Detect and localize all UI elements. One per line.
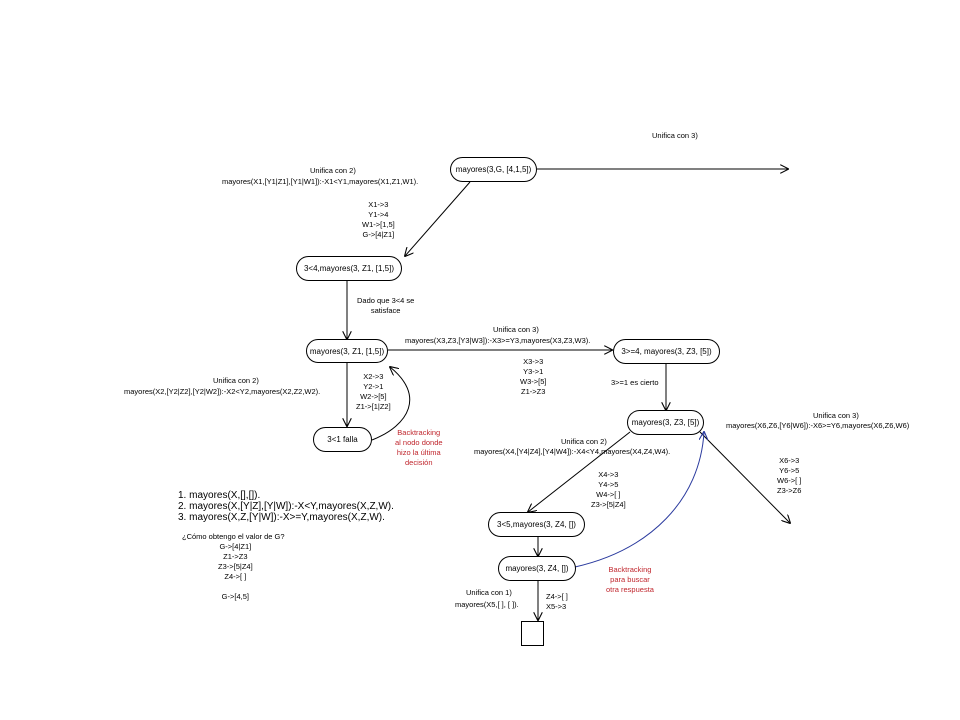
label-n2-note: Dado que 3<4 se satisface bbox=[357, 296, 415, 315]
label-n3-rule2-subs: X2->3 Y2->1 W2->[5] Z1->[1|Z2] bbox=[356, 372, 391, 411]
label-n6-rule3-subs: X6->3 Y6->5 W6->[ ] Z3->Z6 bbox=[777, 456, 802, 495]
node-n2: 3<4,mayores(3, Z1, [1,5]) bbox=[296, 256, 402, 281]
g-derivation: G->[4|Z1] Z1->Z3 Z3->[5|Z4] Z4->[ ] G->[… bbox=[218, 542, 253, 601]
label-n8-rule1-title: Unifica con 1) bbox=[466, 588, 512, 597]
label-backtrack-2: Backtracking para buscar otra respuesta bbox=[606, 565, 654, 594]
label-root-rule2-clause: mayores(X1,[Y1|Z1],[Y1|W1]):-X1<Y1,mayor… bbox=[222, 177, 419, 186]
rule-1: 1. mayores(X,[],[]). bbox=[178, 490, 261, 501]
label-n6-rule2-clause: mayores(X4,[Y4|Z4],[Y4|W4]):-X4<Y4,mayor… bbox=[474, 447, 671, 456]
label-n3-rule2-title: Unifica con 2) bbox=[213, 376, 259, 385]
node-n7: 3<5,mayores(3, Z4, []) bbox=[488, 512, 585, 537]
edge-n6-n7 bbox=[528, 431, 631, 512]
edge-backtrack-blue bbox=[574, 432, 704, 568]
edge-n6-rule3 bbox=[699, 431, 790, 523]
label-n3-rule2-clause: mayores(X2,[Y2|Z2],[Y2|W2]):-X2<Y2,mayor… bbox=[124, 387, 321, 396]
label-backtrack-1: Backtracking al nodo donde hizo la últim… bbox=[395, 428, 443, 467]
node-n8: mayores(3, Z4, []) bbox=[498, 556, 576, 581]
label-n3-rule3-subs: X3->3 Y3->1 W3->[5] Z1->Z3 bbox=[520, 357, 547, 396]
rule-2: 2. mayores(X,[Y|Z],[Y|W]):-X<Y,mayores(X… bbox=[178, 501, 394, 512]
rule-3: 3. mayores(X,Z,[Y|W]):-X>=Y,mayores(X,Z,… bbox=[178, 512, 385, 523]
label-root-rule2-subs: X1->3 Y1->4 W1->[1,5] G->[4|Z1] bbox=[362, 200, 395, 239]
edge-root-n2 bbox=[405, 181, 471, 256]
label-n5-note: 3>=1 es cierto bbox=[611, 378, 659, 387]
node-n3: mayores(3, Z1, [1,5]) bbox=[306, 339, 388, 363]
label-n3-rule3-title: Unifica con 3) bbox=[493, 325, 539, 334]
node-n5: 3>=4, mayores(3, Z3, [5]) bbox=[613, 339, 720, 364]
label-root-rule2-title: Unifica con 2) bbox=[310, 166, 356, 175]
node-n6: mayores(3, Z3, [5]) bbox=[627, 410, 704, 435]
node-terminal-success bbox=[521, 621, 544, 646]
label-n6-rule3-title: Unifica con 3) bbox=[813, 411, 859, 420]
label-n6-rule2-title: Unifica con 2) bbox=[561, 437, 607, 446]
node-fail: 3<1 falla bbox=[313, 427, 372, 452]
edge-backtrack-fail bbox=[371, 367, 411, 441]
rules-list: 1. mayores(X,[],[]). 2. mayores(X,[Y|Z],… bbox=[178, 490, 394, 523]
node-root: mayores(3,G, [4,1,5]) bbox=[450, 157, 537, 182]
question-g: ¿Cómo obtengo el valor de G? bbox=[182, 532, 285, 541]
label-n6-rule2-subs: X4->3 Y4->5 W4->[ ] Z3->[5|Z4] bbox=[591, 470, 626, 509]
label-n8-rule1-subs: Z4->[ ] X5->3 bbox=[546, 592, 568, 611]
label-n6-rule3-clause: mayores(X6,Z6,[Y6|W6]):-X6>=Y6,mayores(X… bbox=[726, 421, 910, 430]
label-n3-rule3-clause: mayores(X3,Z3,[Y3|W3]):-X3>=Y3,mayores(X… bbox=[405, 336, 591, 345]
label-n8-rule1-clause: mayores(X5,[ ], [ ]). bbox=[455, 600, 519, 609]
label-root-rule3: Unifica con 3) bbox=[652, 131, 698, 140]
